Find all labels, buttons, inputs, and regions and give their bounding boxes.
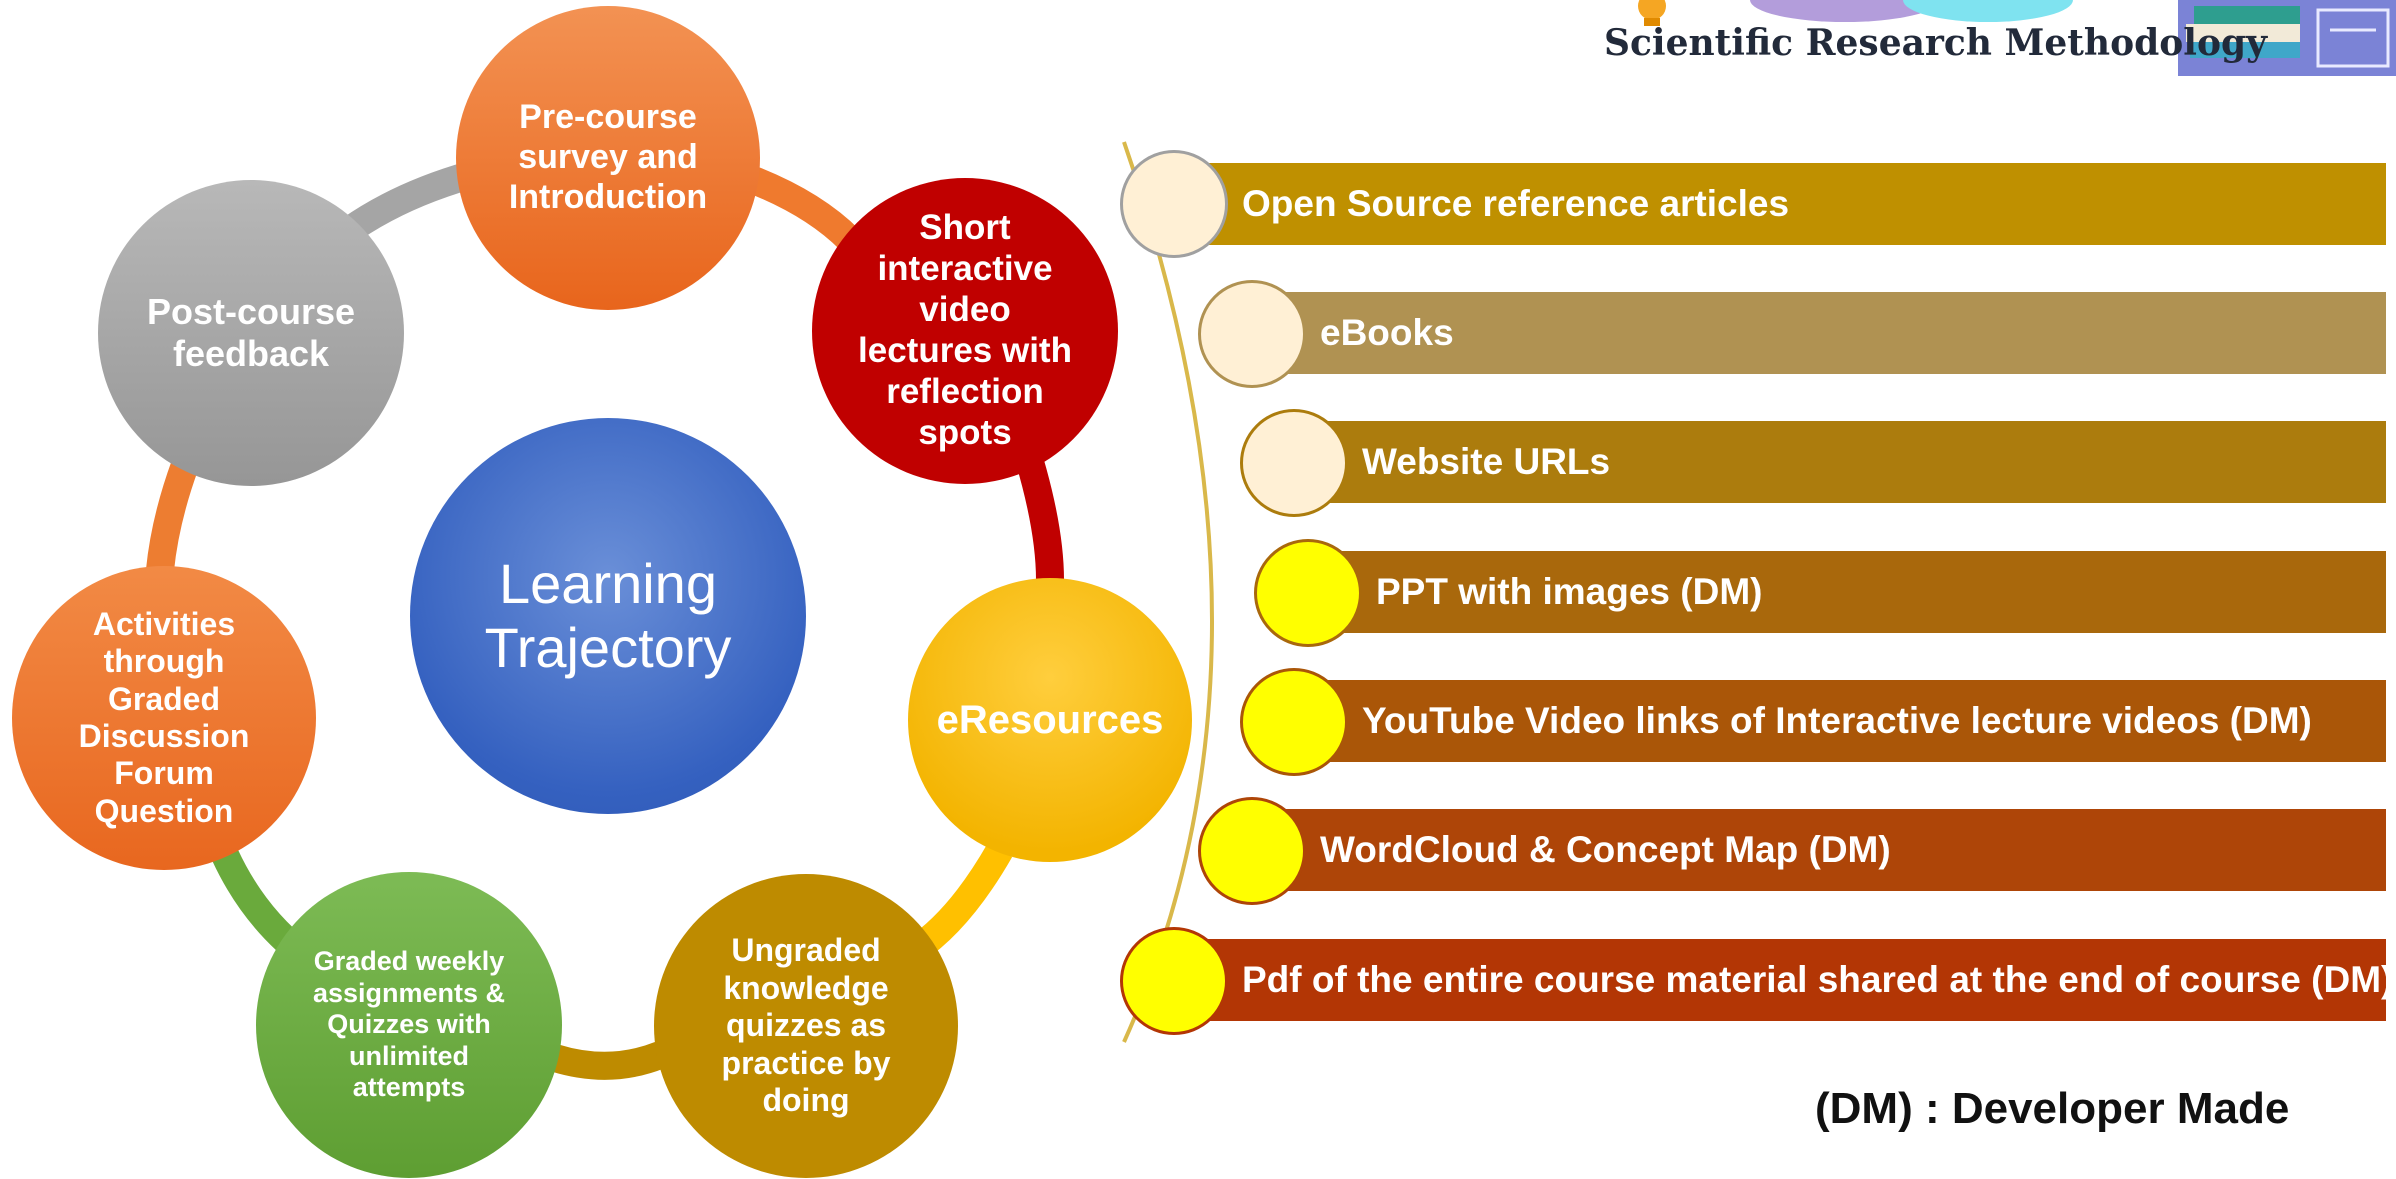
list-connector-line <box>1122 141 1214 1043</box>
list-bullet-1 <box>1120 150 1228 258</box>
node-ungraded-quizzes-label: Ungraded knowledge quizzes as practice b… <box>721 932 891 1119</box>
list-item-ppt-images: PPT with images (DM) <box>1330 551 2386 633</box>
list-item-open-source-articles: Open Source reference articles <box>1196 163 2386 245</box>
node-graded-assignments-label: Graded weekly assignments & Quizzes with… <box>312 946 506 1103</box>
node-activities-label: Activities through Graded Discussion For… <box>78 605 250 829</box>
books-icon <box>2178 0 2396 76</box>
list-item-pdf-course-material: Pdf of the entire course material shared… <box>1196 939 2393 1021</box>
list-item-label: eBooks <box>1320 312 1454 353</box>
list-item-label: Pdf of the entire course material shared… <box>1242 959 2394 1000</box>
list-bullet-4 <box>1254 539 1362 647</box>
node-post-course: Post-course feedback <box>98 180 404 486</box>
node-graded-assignments: Graded weekly assignments & Quizzes with… <box>256 872 562 1178</box>
list-bullet-7 <box>1120 927 1228 1035</box>
list-item-label: Open Source reference articles <box>1242 183 1790 224</box>
node-short-video-label: Short interactive video lectures with re… <box>858 208 1072 452</box>
list-item-ebooks: eBooks <box>1274 292 2386 374</box>
list-bullet-5 <box>1240 668 1348 776</box>
node-eresources-label: eResources <box>936 697 1164 742</box>
lightbulb-icon <box>1638 0 1666 26</box>
node-pre-course-label: Pre-course survey and Introduction <box>508 98 708 216</box>
node-pre-course: Pre-course survey and Introduction <box>456 6 760 310</box>
list-item-wordcloud: WordCloud & Concept Map (DM) <box>1274 809 2386 891</box>
list-item-label: PPT with images (DM) <box>1376 571 1763 612</box>
learning-trajectory-label: Learning Trajectory <box>484 551 732 679</box>
header-title: Scientific Research Methodology <box>1604 22 2268 64</box>
logo-cyan-shape <box>1903 0 2073 22</box>
list-item-label: WordCloud & Concept Map (DM) <box>1320 829 1891 870</box>
ring-arc-post-to-pre <box>341 161 474 242</box>
ring-arc-activities-to-post <box>146 460 199 572</box>
list-item-label: YouTube Video links of Interactive lectu… <box>1362 700 2312 741</box>
node-eresources: eResources <box>908 578 1192 862</box>
list-bullet-3 <box>1240 409 1348 517</box>
node-activities: Activities through Graded Discussion For… <box>12 566 316 870</box>
list-item-youtube-links: YouTube Video links of Interactive lectu… <box>1316 680 2386 762</box>
node-short-video: Short interactive video lectures with re… <box>812 178 1118 484</box>
list-bullet-6 <box>1198 797 1306 905</box>
ring-arc-ungraded-to-graded <box>550 1041 666 1080</box>
learning-trajectory-center: Learning Trajectory <box>410 418 806 814</box>
node-post-course-label: Post-course feedback <box>146 290 356 374</box>
developer-made-footnote: (DM) : Developer Made <box>1815 1084 2290 1133</box>
node-ungraded-quizzes: Ungraded knowledge quizzes as practice b… <box>654 874 958 1178</box>
list-bullet-2 <box>1198 280 1306 388</box>
list-item-label: Website URLs <box>1362 441 1611 482</box>
list-item-website-urls: Website URLs <box>1316 421 2386 503</box>
logo-purple-shape <box>1750 0 1940 22</box>
